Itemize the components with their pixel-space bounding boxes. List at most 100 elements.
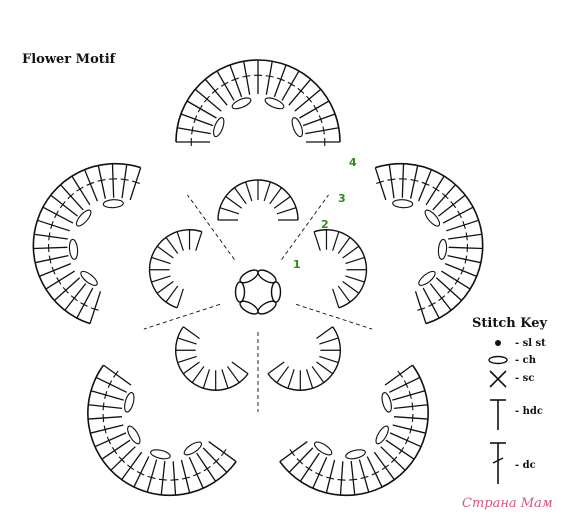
dc-stitch <box>110 446 136 471</box>
hdc-stitch <box>319 337 339 345</box>
dc-stitch <box>288 447 314 473</box>
dc-crossbar <box>397 370 403 378</box>
dc-crossbar <box>417 307 426 311</box>
dc-stitch <box>129 167 142 201</box>
chain-oval <box>80 270 98 286</box>
dc-stitch <box>59 184 84 211</box>
dc-stitch <box>229 64 243 98</box>
dc-crossbar <box>403 380 409 388</box>
chain-oval <box>424 209 441 227</box>
dc-crossbar <box>181 476 190 480</box>
round-marker: 1 <box>293 258 301 271</box>
hdc-stitch <box>165 285 179 303</box>
dashed-connector <box>281 194 329 260</box>
dc-stitch <box>89 291 102 324</box>
center-chain-oval <box>257 269 277 284</box>
dc-stitch <box>312 456 328 489</box>
dc-stitch <box>84 169 98 202</box>
petal <box>175 59 341 146</box>
dc-crossbar <box>102 402 105 411</box>
inner-petal <box>257 326 341 412</box>
hdc-stitch <box>225 196 243 209</box>
dc-stitch <box>243 61 251 95</box>
dc-crossbar <box>411 413 414 423</box>
hdc-stitch <box>276 207 297 215</box>
dc-crossbar <box>447 286 454 294</box>
dc-stitch <box>366 456 383 488</box>
dc-crossbar <box>147 475 156 480</box>
hdc-stitch <box>176 288 184 308</box>
legend-title: Stitch Key <box>472 316 548 331</box>
inner-petal <box>295 229 373 330</box>
dc-stitch <box>111 163 115 198</box>
dc-crossbar <box>118 456 126 463</box>
dc-crossbar <box>86 181 95 186</box>
dc-crossbar <box>212 458 220 465</box>
hdc-stitch <box>316 326 334 339</box>
dc-stitch <box>339 461 344 496</box>
hdc-stitch <box>182 361 200 375</box>
dc-stitch <box>90 390 124 401</box>
dc-stitch <box>94 432 127 448</box>
dc-stitch <box>37 219 70 232</box>
dc-stitch <box>279 441 308 463</box>
dc-crossbar <box>409 425 413 434</box>
dc-stitch <box>196 452 217 482</box>
hdc-stitch <box>182 326 200 339</box>
dc-crossbar <box>460 266 465 275</box>
hdc-stitch <box>319 355 339 364</box>
dc-crossbar <box>102 413 105 423</box>
chain-oval <box>345 449 366 460</box>
dc-stitch <box>385 439 415 460</box>
legend-label-sl-st: - sl st <box>515 338 546 349</box>
dc-crossbar <box>170 479 179 481</box>
dc-crossbar <box>381 464 389 471</box>
dc-crossbar <box>305 465 313 472</box>
chain-oval <box>437 238 448 260</box>
dc-stitch <box>97 165 106 199</box>
dc-crossbar <box>48 255 52 264</box>
chain-oval <box>392 199 414 209</box>
dc-crossbar <box>131 180 140 184</box>
dc-stitch <box>34 254 69 264</box>
hdc-stitch <box>234 187 247 205</box>
dc-crossbar <box>376 180 385 184</box>
dc-crossbar <box>193 472 201 477</box>
dc-crossbar <box>242 75 251 78</box>
dc-stitch <box>447 254 482 264</box>
dc-crossbar <box>315 472 323 477</box>
dc-stitch <box>392 390 426 401</box>
hdc-stitch <box>269 187 282 205</box>
round-marker: 4 <box>349 156 357 169</box>
dc-stitch <box>394 416 429 420</box>
dc-crossbar <box>371 471 380 476</box>
chain-oval <box>102 199 124 209</box>
dc-stitch <box>380 446 406 471</box>
dc-crossbar <box>220 81 229 87</box>
dc-stitch <box>389 376 421 393</box>
dc-crossbar <box>67 192 75 200</box>
dc-stitch <box>392 424 426 434</box>
dc-stitch <box>103 364 132 386</box>
dc-crossbar <box>62 286 69 294</box>
chain-oval <box>291 117 303 138</box>
dc-crossbar <box>296 458 304 465</box>
watermark-text: Страна Мам <box>462 496 553 511</box>
dc-crossbar <box>158 478 167 481</box>
slst-symbol <box>495 340 501 346</box>
dc-crossbar <box>231 77 240 82</box>
dc-stitch <box>101 439 131 460</box>
dc-crossbar <box>454 277 460 285</box>
dc-crossbar <box>136 471 145 476</box>
dc-crossbar <box>337 479 346 481</box>
dc-stitch <box>446 219 479 232</box>
dc-crossbar <box>113 370 119 378</box>
legend-label-dc: - dc <box>515 460 536 471</box>
hdc-stitch <box>345 256 365 265</box>
hdc-stitch <box>276 366 290 383</box>
dc-crossbar <box>432 186 440 192</box>
hdc-stitch <box>305 369 314 389</box>
dc-stitch <box>384 364 413 386</box>
dc-stitch <box>393 404 428 409</box>
dc-stitch <box>305 127 339 135</box>
